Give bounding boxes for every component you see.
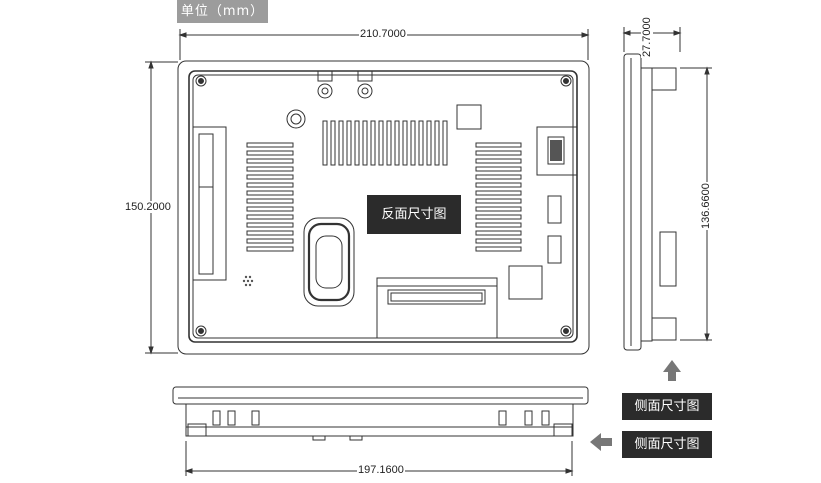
vent-top <box>322 120 448 166</box>
left-side-slot <box>193 126 227 281</box>
vent-left <box>246 142 294 252</box>
square-port-bottom <box>508 265 543 300</box>
unit-badge: 单位（mm） <box>177 0 268 23</box>
round-port <box>286 109 306 129</box>
square-port-top <box>456 104 482 130</box>
mount-recess <box>303 217 355 307</box>
side-view-label-2: 侧面尺寸图 <box>622 431 712 458</box>
corner-screws <box>195 75 572 337</box>
arrow-left-icon <box>590 433 612 451</box>
side-view-label: 侧面尺寸图 <box>622 393 712 420</box>
bottom-connector <box>376 277 498 338</box>
overall-width-value: 210.7000 <box>359 28 407 40</box>
back-view <box>177 60 590 355</box>
back-view-label: 反面尺寸图 <box>367 195 461 234</box>
antenna-connectors <box>317 70 373 99</box>
right-side-connector <box>536 126 577 264</box>
bottom-view <box>172 386 589 476</box>
speaker-holes <box>242 275 254 287</box>
vent-right <box>475 142 522 252</box>
overall-height-value: 150.2000 <box>124 201 172 213</box>
side-height-value: 136.6600 <box>700 182 712 230</box>
side-view <box>622 27 712 351</box>
depth-value: 27.7000 <box>641 16 653 58</box>
arrow-up-icon <box>663 360 681 381</box>
bottom-width-value: 197.1600 <box>357 464 405 476</box>
